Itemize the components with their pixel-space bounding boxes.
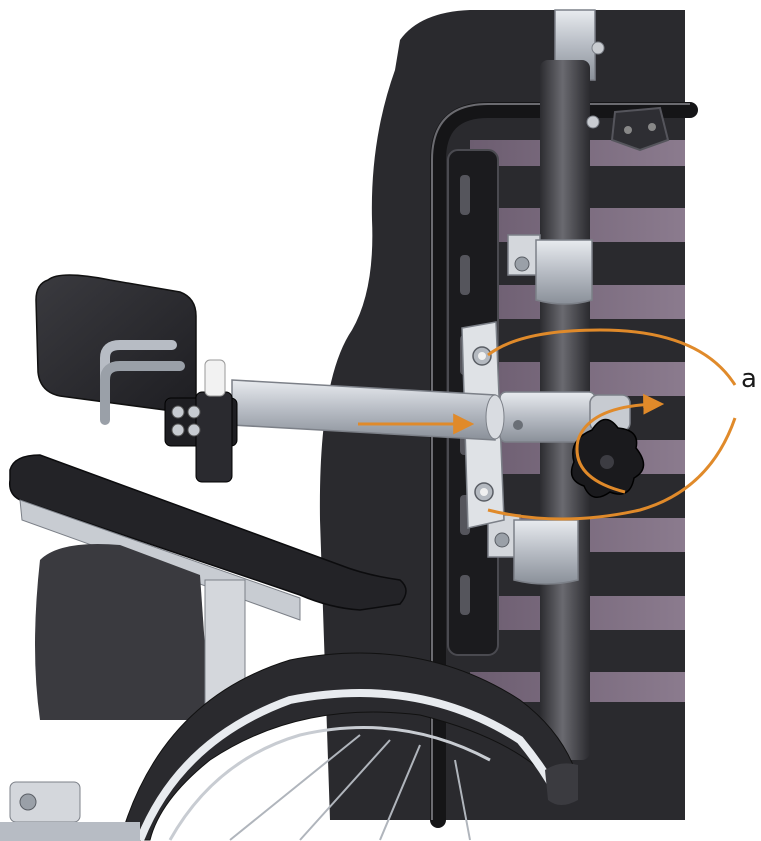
wheel-assembly — [119, 652, 578, 841]
backrest-frame-tube — [430, 102, 698, 828]
lower-post-clamp — [487, 514, 579, 585]
headrest-bracket-bars — [100, 340, 185, 425]
horizontal-clamp-block — [499, 391, 631, 443]
upper-post-clamp — [507, 234, 593, 305]
top-bracket — [610, 106, 670, 152]
headrest-hinge-block — [164, 359, 238, 483]
seat-side-cushion — [35, 544, 210, 720]
caster-bracket — [0, 781, 140, 841]
callout-label-a: a — [741, 364, 757, 394]
callout-loop-line — [487, 328, 737, 521]
knob-rotation-arrow — [575, 393, 665, 494]
